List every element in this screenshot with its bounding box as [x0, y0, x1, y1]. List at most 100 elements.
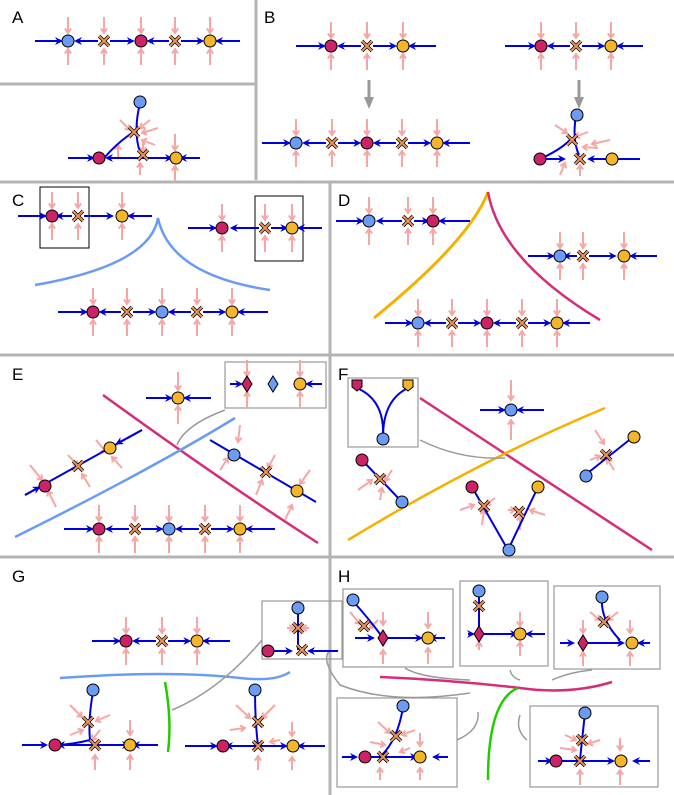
- filled-circle-node-icon: [513, 627, 527, 641]
- flow-arrow: [201, 535, 209, 553]
- filled-circle-node-icon: [293, 377, 307, 391]
- flow-arrow: [398, 119, 406, 137]
- flow-arrow: [616, 768, 624, 785]
- filled-circle-node-icon: [133, 95, 147, 109]
- flow-arrow: [243, 390, 251, 408]
- flow-arrow: [616, 738, 624, 752]
- flow-arrow: [429, 197, 437, 215]
- filled-circle-node-icon: [502, 543, 516, 557]
- flow-arrow: [620, 262, 628, 280]
- flow-arrow: [556, 232, 564, 250]
- flow-arrow: [255, 478, 265, 496]
- filled-circle-node-icon: [627, 430, 641, 444]
- filled-circle-node-icon: [480, 316, 494, 330]
- filled-circle-node-icon: [324, 39, 338, 53]
- flow-arrow: [579, 620, 587, 635]
- filled-circle-node-icon: [604, 39, 618, 53]
- filled-circle-node-icon: [215, 221, 229, 235]
- axis-branch: [356, 387, 385, 438]
- curve-magenta-f: [419, 396, 653, 552]
- flow-arrow: [95, 535, 103, 553]
- filled-circle-node-icon: [605, 152, 619, 166]
- cross-saddle-icon: [97, 34, 111, 48]
- flow-arrow: [165, 535, 173, 553]
- flow-arrow: [556, 262, 564, 280]
- flow-arrow: [433, 149, 441, 167]
- flow-arrow: [404, 197, 412, 215]
- axis-branch: [54, 691, 94, 746]
- flow-arrow: [518, 299, 526, 317]
- flow-arrow: [579, 232, 587, 250]
- flow-arrow: [193, 288, 201, 306]
- flow-arrow: [236, 535, 244, 553]
- flow-arrow: [626, 650, 634, 666]
- flow-arrow: [140, 137, 156, 146]
- curve-orange-d: [373, 191, 490, 320]
- flow-arrow: [483, 299, 491, 317]
- panel-label-a: A: [12, 8, 24, 27]
- filled-circle-node-icon: [123, 738, 137, 752]
- flow-arrow: [300, 624, 309, 632]
- filled-circle-node-icon: [225, 305, 239, 319]
- flow-arrow: [579, 262, 587, 280]
- flow-arrow: [193, 318, 201, 336]
- flow-arrow: [424, 646, 432, 664]
- flow-arrow: [365, 197, 373, 215]
- flow-arrow: [429, 227, 437, 245]
- filled-circle-node-icon: [465, 480, 479, 494]
- cross-saddle-icon: [599, 448, 613, 462]
- flow-arrow: [377, 486, 386, 501]
- panel-label-h: H: [338, 567, 350, 586]
- flow-arrow: [398, 149, 406, 167]
- filled-circle-node-icon: [570, 108, 584, 122]
- filled-circle-node-icon: [261, 644, 275, 658]
- flow-arrow: [89, 318, 97, 336]
- flow-arrow: [572, 22, 580, 40]
- cross-saddle-icon: [291, 621, 305, 635]
- axis-segment: [507, 486, 539, 551]
- flow-arrow: [110, 455, 123, 469]
- cross-saddle-icon: [477, 499, 491, 513]
- flow-arrow: [131, 505, 139, 523]
- cross-saddle-icon: [565, 133, 579, 147]
- flow-arrow: [554, 124, 569, 135]
- filled-circle-node-icon: [86, 305, 100, 319]
- flow-arrow: [46, 489, 57, 508]
- flow-arrow: [288, 722, 296, 738]
- flow-arrow: [266, 454, 276, 470]
- flow-arrow: [174, 372, 182, 392]
- filled-circle-node-icon: [61, 34, 75, 48]
- flow-arrow: [171, 17, 179, 35]
- flow-arrow: [284, 503, 294, 521]
- filled-circle-node-icon: [358, 750, 372, 764]
- panel-label-g: G: [12, 567, 25, 586]
- cross-saddle-icon: [472, 599, 486, 613]
- filled-circle-node-icon: [45, 209, 59, 223]
- flow-arrow: [528, 507, 546, 516]
- filled-circle-node-icon: [115, 209, 129, 223]
- flow-arrow: [594, 429, 606, 446]
- cross-saddle-icon: [259, 465, 273, 479]
- flow-arrow: [518, 329, 526, 347]
- filled-circle-node-icon: [595, 590, 609, 604]
- flow-arrow: [100, 17, 108, 35]
- axis-segment: [115, 429, 143, 445]
- filled-circle-node-icon: [86, 683, 100, 697]
- cross-saddle-icon: [512, 505, 526, 519]
- filled-circle-node-icon: [162, 522, 176, 536]
- flow-arrow: [90, 729, 101, 742]
- flow-arrow: [424, 612, 432, 630]
- cross-saddle-icon: [128, 522, 142, 536]
- phase-nodes: [38, 34, 641, 768]
- flow-arrow: [483, 329, 491, 347]
- filled-circle-node-icon: [169, 151, 183, 165]
- flow-arrow: [298, 469, 311, 486]
- flow-arrow: [537, 52, 545, 70]
- flow-arrow: [228, 288, 236, 306]
- flow-arrow: [174, 404, 182, 424]
- cross-saddle-icon: [155, 634, 169, 648]
- flow-arrow: [292, 149, 300, 167]
- curve-blue-c: [34, 217, 271, 292]
- cross-saddle-icon: [295, 643, 309, 657]
